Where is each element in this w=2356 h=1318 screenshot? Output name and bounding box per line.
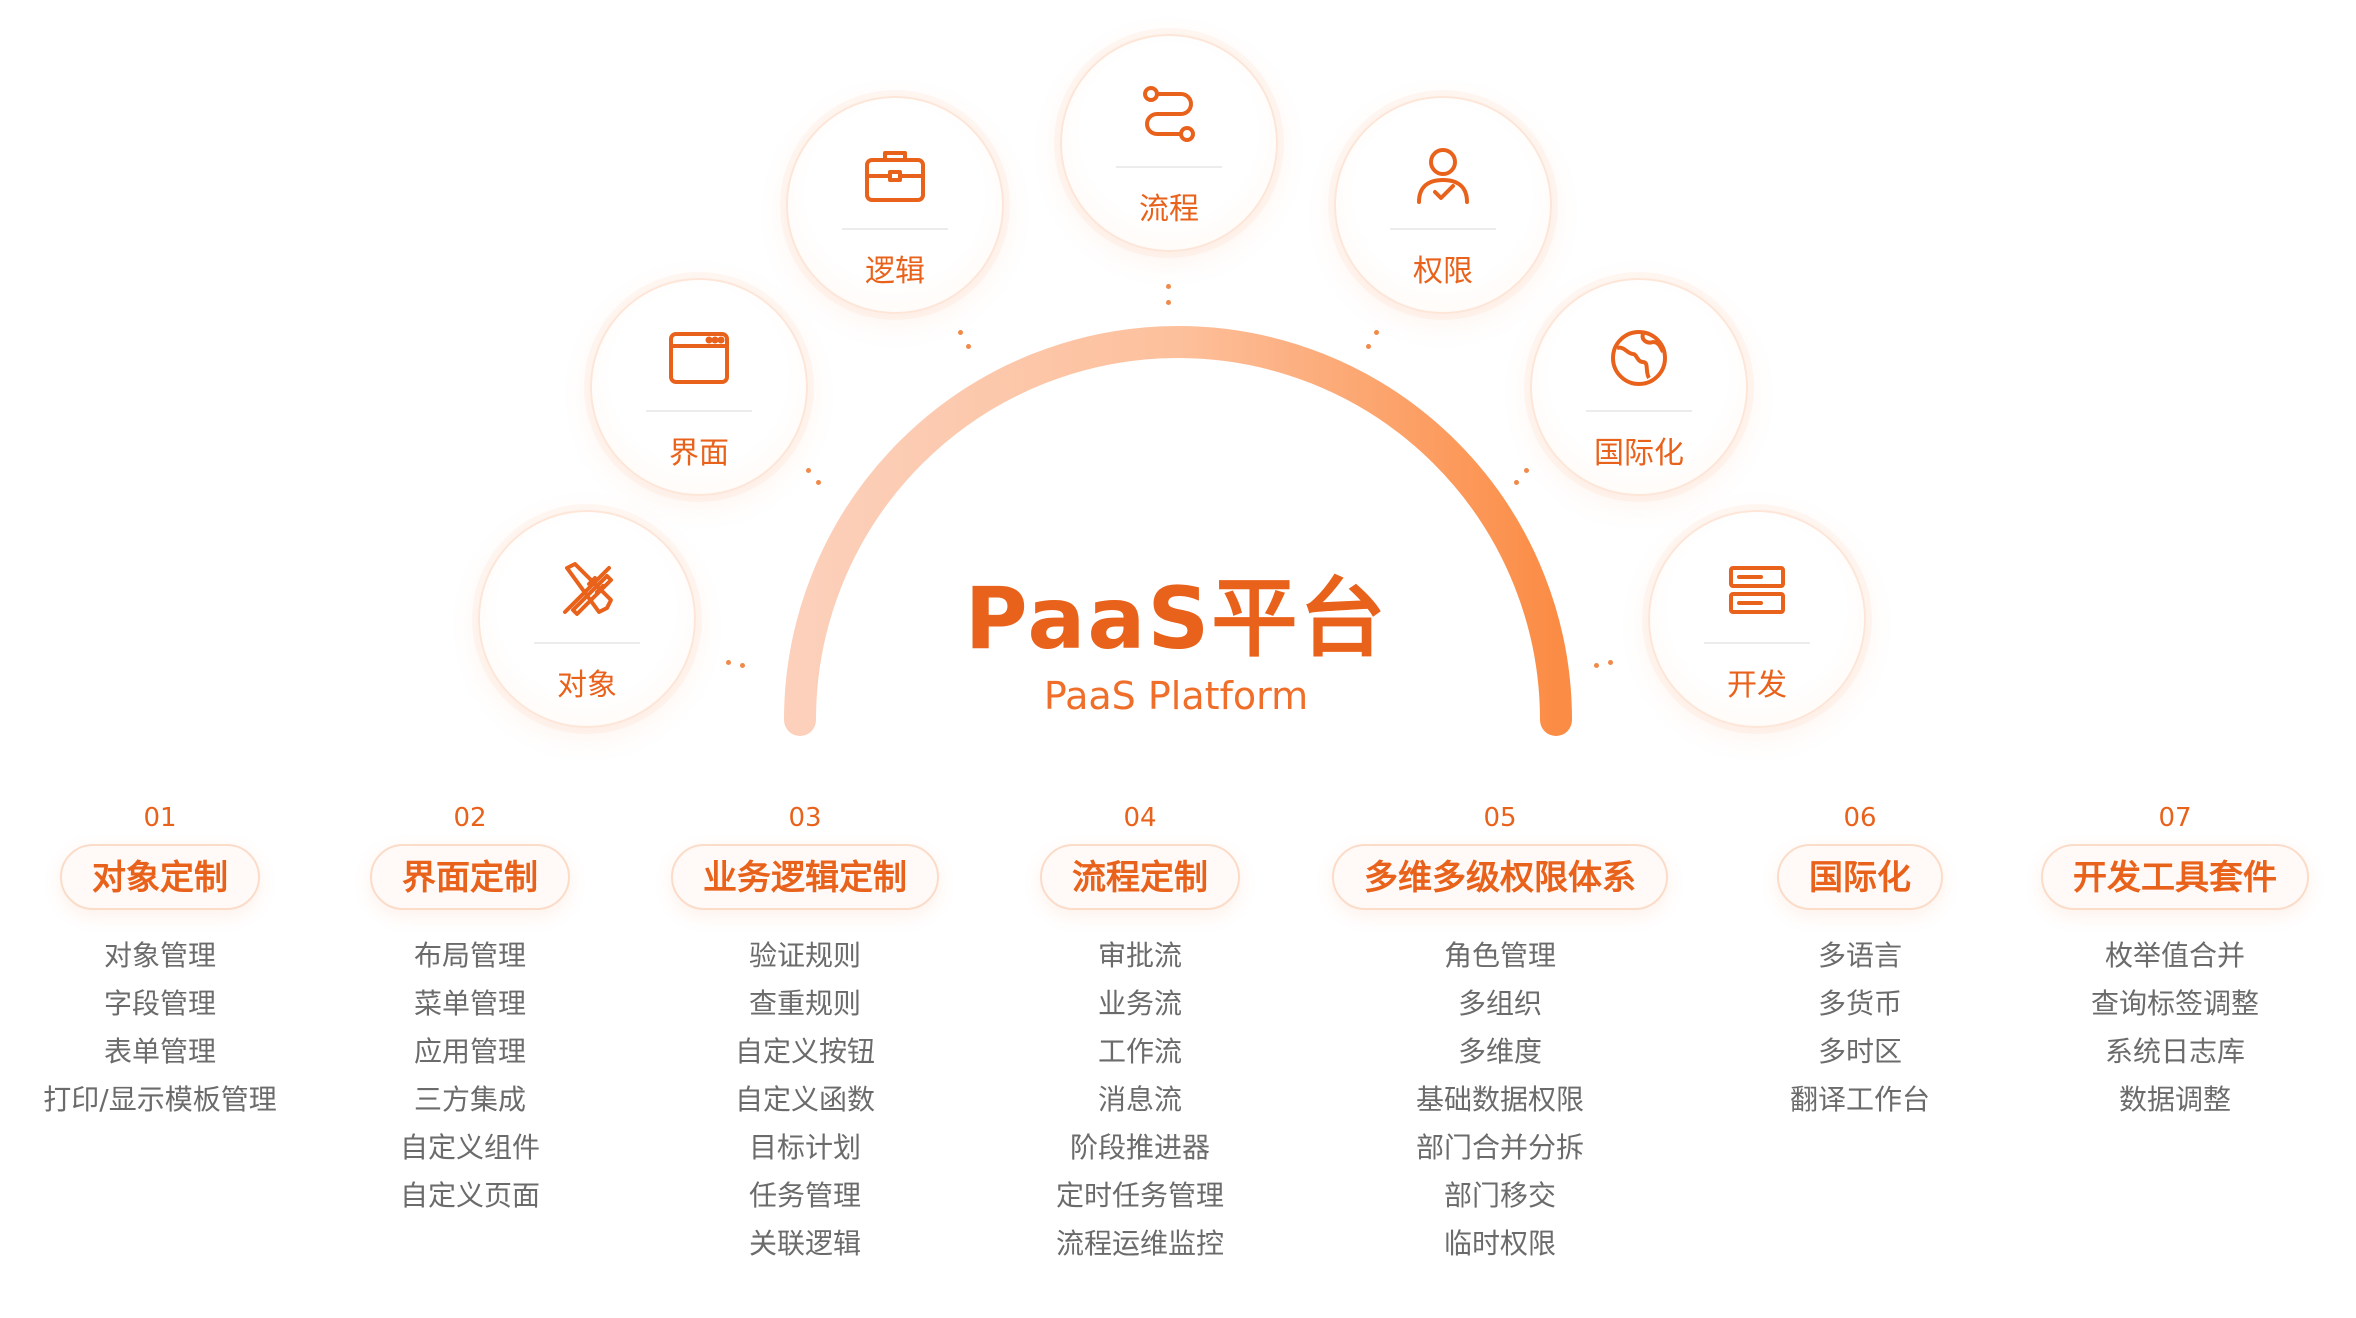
module-label: 国际化	[1594, 436, 1684, 471]
column-number: 05	[1483, 803, 1517, 833]
list-item: 临时权限	[1443, 1227, 1556, 1260]
module-label: 权限	[1413, 254, 1473, 289]
feature-column-04: 04 流程定制 审批流 业务流 工作流 消息流 阶段推进器 定时任务管理 流程运…	[1000, 800, 1280, 1268]
platform-subtitle: PaaS Platform	[1043, 674, 1309, 718]
briefcase-icon	[865, 151, 925, 202]
list-item: 角色管理	[1443, 939, 1556, 972]
list-item: 多维度	[1457, 1035, 1542, 1068]
list-item: 表单管理	[103, 1035, 216, 1068]
list-item: 流程运维监控	[1055, 1227, 1224, 1260]
list-item: 阶段推进器	[1069, 1131, 1210, 1164]
column-number: 02	[453, 803, 487, 833]
connector-dots	[1594, 654, 1614, 674]
list-item: 数据调整	[2118, 1083, 2231, 1116]
column-title-pill[interactable]: 流程定制	[1040, 844, 1240, 910]
list-item: 验证规则	[748, 939, 861, 972]
list-item: 三方集成	[413, 1083, 526, 1116]
list-item: 工作流	[1097, 1035, 1182, 1068]
flow-route-icon	[1143, 86, 1195, 142]
list-item: 多时区	[1817, 1035, 1902, 1068]
list-item: 对象管理	[103, 939, 216, 972]
connector-dots	[1166, 284, 1186, 305]
module-bubble-flow[interactable]: 流程	[1060, 34, 1278, 252]
list-item: 系统日志库	[2104, 1035, 2245, 1068]
feature-column-03: 03 业务逻辑定制 验证规则 查重规则 自定义按钮 自定义函数 目标计划 任务管…	[640, 800, 970, 1268]
module-bubble-object[interactable]: 对象	[478, 510, 696, 728]
column-title-pill[interactable]: 界面定制	[370, 844, 570, 910]
list-item: 关联逻辑	[748, 1227, 861, 1260]
ruler-pencil-icon	[563, 562, 613, 616]
globe-icon	[1611, 330, 1667, 386]
list-item: 菜单管理	[413, 987, 526, 1020]
column-number: 07	[2158, 803, 2192, 833]
column-title-pill[interactable]: 国际化	[1777, 844, 1943, 910]
module-label: 界面	[669, 436, 729, 471]
list-item: 布局管理	[413, 939, 526, 972]
bubble-divider	[1704, 642, 1810, 644]
bubble-divider	[1116, 166, 1222, 168]
module-bubble-interface[interactable]: 界面	[590, 278, 808, 496]
list-item: 应用管理	[413, 1035, 526, 1068]
list-item: 多语言	[1817, 939, 1902, 972]
column-number: 03	[788, 803, 822, 833]
list-item: 翻译工作台	[1789, 1083, 1930, 1116]
module-label: 对象	[557, 668, 617, 703]
column-number: 06	[1843, 803, 1877, 833]
column-title-pill[interactable]: 业务逻辑定制	[671, 844, 939, 910]
column-number: 04	[1123, 803, 1157, 833]
feature-column-02: 02 界面定制 布局管理 菜单管理 应用管理 三方集成 自定义组件 自定义页面	[330, 800, 610, 1220]
list-item: 自定义页面	[399, 1179, 540, 1212]
list-item: 字段管理	[103, 987, 216, 1020]
list-item: 审批流	[1097, 939, 1182, 972]
list-item: 打印/显示模板管理	[43, 1083, 277, 1116]
list-item: 定时任务管理	[1055, 1179, 1224, 1212]
bubble-divider	[646, 410, 752, 412]
list-item: 消息流	[1097, 1083, 1182, 1116]
list-item: 业务流	[1097, 987, 1182, 1020]
list-item: 目标计划	[748, 1131, 861, 1164]
server-stack-icon	[1729, 566, 1785, 614]
connector-dots	[1366, 330, 1386, 350]
column-title-pill[interactable]: 多维多级权限体系	[1332, 844, 1668, 910]
bubble-divider	[1586, 410, 1692, 412]
bubble-divider	[1390, 228, 1496, 230]
platform-title: PaaS平台	[964, 569, 1388, 669]
list-item: 查询标签调整	[2090, 987, 2259, 1020]
module-bubble-dev[interactable]: 开发	[1648, 510, 1866, 728]
feature-column-05: 05 多维多级权限体系 角色管理 多组织 多维度 基础数据权限 部门合并分拆 部…	[1310, 800, 1690, 1268]
user-check-icon	[1417, 148, 1469, 204]
list-item: 多货币	[1817, 987, 1902, 1020]
feature-column-06: 06 国际化 多语言 多货币 多时区 翻译工作台	[1720, 800, 2000, 1124]
connector-dots	[1514, 468, 1534, 488]
bubble-divider	[842, 228, 948, 230]
connector-dots	[958, 330, 978, 350]
module-bubble-i18n[interactable]: 国际化	[1530, 278, 1748, 496]
list-item: 查重规则	[748, 987, 861, 1020]
module-label: 逻辑	[865, 254, 925, 289]
browser-window-icon	[669, 332, 729, 384]
list-item: 部门合并分拆	[1415, 1131, 1584, 1164]
column-title-pill[interactable]: 开发工具套件	[2041, 844, 2309, 910]
list-item: 自定义函数	[734, 1083, 875, 1116]
list-item: 基础数据权限	[1415, 1083, 1584, 1116]
connector-dots	[806, 468, 826, 488]
list-item: 自定义按钮	[734, 1035, 875, 1068]
list-item: 枚举值合并	[2104, 939, 2245, 972]
list-item: 任务管理	[748, 1179, 861, 1212]
list-item: 多组织	[1457, 987, 1542, 1020]
list-item: 部门移交	[1443, 1179, 1556, 1212]
module-bubble-permission[interactable]: 权限	[1334, 96, 1552, 314]
feature-column-01: 01 对象定制 对象管理 字段管理 表单管理 打印/显示模板管理	[20, 800, 300, 1124]
module-bubble-logic[interactable]: 逻辑	[786, 96, 1004, 314]
feature-column-07: 07 开发工具套件 枚举值合并 查询标签调整 系统日志库 数据调整	[2020, 800, 2330, 1124]
column-number: 01	[143, 803, 177, 833]
connector-dots	[726, 654, 746, 674]
module-label: 流程	[1139, 192, 1199, 227]
bubble-divider	[534, 642, 640, 644]
list-item: 自定义组件	[399, 1131, 540, 1164]
module-label: 开发	[1727, 668, 1787, 703]
column-title-pill[interactable]: 对象定制	[60, 844, 260, 910]
